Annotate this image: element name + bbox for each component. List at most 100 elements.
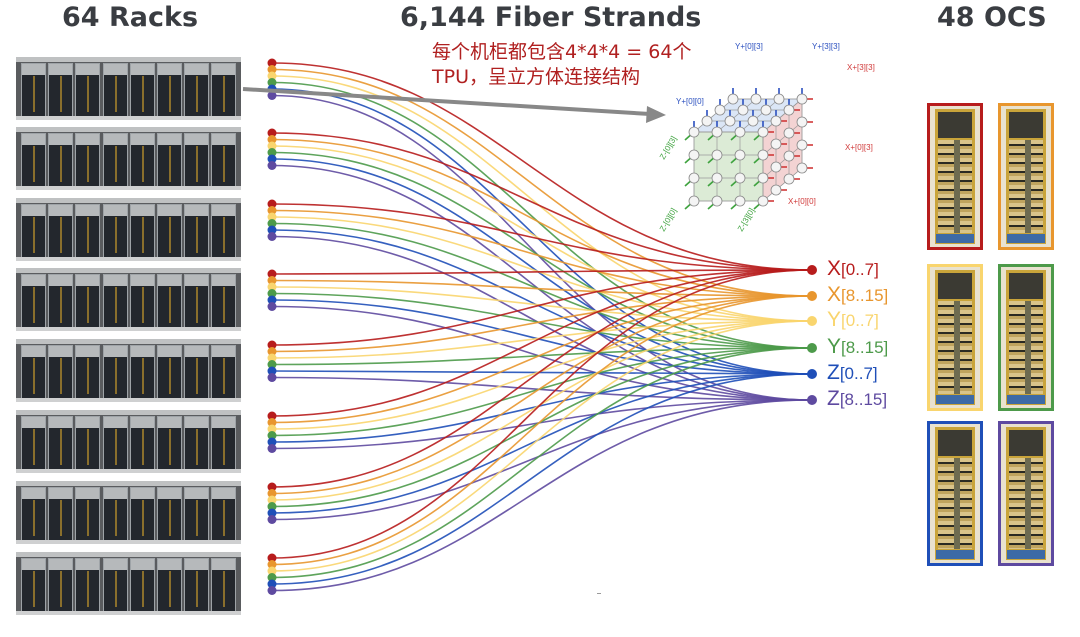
rack-port-dot: [267, 508, 277, 518]
rack-unit: [129, 63, 155, 117]
tpu-node: [711, 126, 723, 138]
ocs-endpoint-dot: [807, 369, 817, 379]
ocs-foot: [1007, 234, 1045, 243]
tpu-node: [760, 104, 772, 116]
fiber-strand: [271, 295, 813, 424]
title-ocs: 48 OCS: [937, 2, 1047, 33]
rack-port-dot: [267, 424, 277, 434]
rack-unit: [48, 487, 74, 541]
endpoint-label: X[8..15]: [827, 283, 888, 307]
rack-unit: [102, 63, 128, 117]
rack-port-dot: [267, 212, 277, 222]
rack-port-dot: [267, 282, 277, 292]
annotation-line-2: TPU，呈立方体连接结构: [432, 66, 640, 88]
tpu-node: [796, 139, 808, 151]
ocs-foot: [1007, 395, 1045, 404]
tpu-node: [688, 126, 700, 138]
ocs-head: [938, 430, 972, 456]
axis-range: [0..7]: [841, 311, 879, 330]
grid-line: [739, 98, 780, 133]
rack-port-dot: [267, 444, 277, 453]
fiber-strand: [271, 138, 813, 297]
tpu-node: [783, 127, 795, 139]
fiber-strand: [271, 164, 813, 401]
rack-unit: [48, 558, 74, 612]
rack-port-dot: [267, 141, 277, 151]
rack-port-dot: [267, 225, 277, 235]
label-x-plus-3-3: X+[3][3]: [847, 63, 875, 72]
tpu-node: [724, 115, 736, 127]
rack-unit: [129, 274, 155, 328]
fiber-strand: [271, 158, 813, 375]
ocs-head: [1009, 112, 1043, 138]
rack-port-dot: [267, 431, 277, 440]
rack-port-dot: [267, 360, 277, 369]
rack-port-dot: [267, 340, 277, 350]
rack-unit: [157, 416, 182, 470]
rack-port-dot: [267, 418, 277, 427]
fiber-strand: [271, 203, 813, 271]
endpoint-label: Z[8..15]: [827, 387, 887, 411]
fiber-strand: [271, 94, 813, 401]
tpu-node: [796, 116, 808, 128]
tpu-node: [757, 149, 769, 161]
ocs-spine: [1025, 301, 1031, 394]
fiber-strand: [271, 376, 813, 401]
fiber-strand: [271, 320, 813, 430]
rack-image: [16, 339, 241, 402]
rack-port-dot: [267, 78, 277, 87]
tpu-node: [714, 104, 726, 116]
fiber-strand: [271, 222, 813, 349]
fiber-strand: [271, 399, 813, 592]
tpu-node: [783, 104, 795, 116]
rack-unit: [157, 558, 182, 612]
fiber-strand: [271, 305, 813, 401]
endpoint-label: Y[0..7]: [827, 308, 879, 332]
ocs-spine: [954, 458, 960, 549]
fiber-strand: [271, 347, 813, 579]
annotation-line-1: 每个机柜都包含4*4*4 = 64个: [432, 41, 692, 63]
ocs-unit: [927, 103, 983, 250]
rack-port-dot: [267, 566, 277, 576]
tpu-node: [757, 195, 769, 207]
title-fiber-strands: 6,144 Fiber Strands: [400, 2, 702, 33]
rack-port-dot: [267, 58, 277, 68]
fiber-strand: [271, 295, 813, 495]
label-x-plus-0-3: X+[0][3]: [845, 143, 873, 152]
rack-unit: [211, 63, 237, 117]
rack-unit: [21, 204, 46, 258]
endpoint-label: Z[0..7]: [827, 361, 878, 385]
rack-unit: [157, 345, 182, 399]
rack-port-dot: [267, 148, 277, 157]
axis-letter: X: [827, 257, 842, 280]
tpu-node: [734, 172, 746, 184]
rack-port-dot: [267, 482, 277, 492]
grid-line: [762, 98, 803, 133]
grid-line: [693, 98, 734, 133]
rack-unit: [129, 133, 155, 187]
ocs-foot: [1007, 550, 1045, 559]
ocs-unit: [927, 421, 983, 566]
fiber-strand: [271, 370, 813, 375]
axis-letter: X: [827, 283, 842, 306]
ocs-unit: [998, 421, 1054, 566]
rack-unit: [157, 133, 182, 187]
rack-unit: [75, 416, 101, 470]
grid-line: [762, 144, 803, 179]
rack-unit: [48, 416, 74, 470]
rack-unit: [184, 274, 210, 328]
rack-port-dot: [267, 373, 277, 382]
rack-port-dot: [267, 353, 277, 363]
fiber-strand: [271, 320, 813, 572]
fiber-strand: [271, 269, 813, 417]
label-z-minus-3-0: Z-[3][0]: [736, 207, 756, 233]
rack-image: [16, 268, 241, 331]
grid-line: [762, 121, 803, 156]
rack-port-dot: [267, 553, 277, 563]
rack-unit: [75, 204, 101, 258]
fiber-strand: [271, 229, 813, 375]
rack-port-dot: [267, 489, 277, 498]
rack-port-dot: [267, 347, 277, 356]
rack-unit: [48, 274, 74, 328]
rack-unit: [21, 133, 46, 187]
